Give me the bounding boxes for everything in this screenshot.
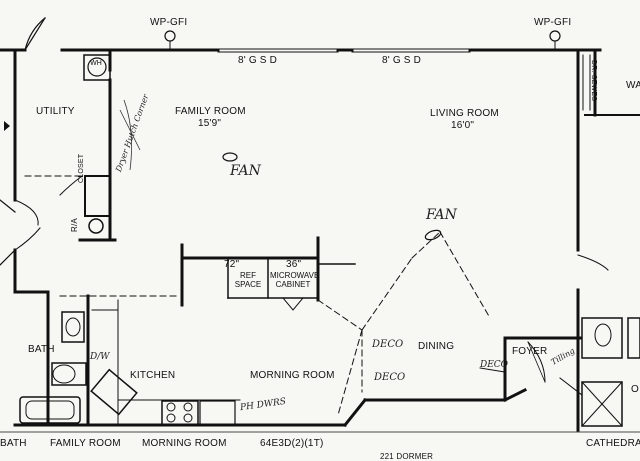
wp-gfi-label-left: WP-GFI	[150, 17, 188, 28]
wp-gfi-label-right: WP-GFI	[534, 17, 572, 28]
room-label-kitchen: KITCHEN	[130, 370, 176, 381]
ref-space-label: REF SPACE	[234, 271, 262, 289]
handwritten-dishwasher: D/W	[90, 352, 110, 362]
room-label-foyer: FOYER	[512, 346, 548, 357]
sliding-door-label-right: 8' G S D	[382, 55, 422, 66]
bottom-label-family-room: FAMILY ROOM	[50, 438, 121, 449]
handwritten-fan-family: FAN	[230, 163, 261, 179]
room-label-utility: UTILITY	[36, 106, 75, 117]
bottom-label-morning-room: MORNING ROOM	[142, 438, 227, 449]
model-number-label: 64E3D(2)(1T)	[260, 438, 324, 449]
handwritten-fan-living: FAN	[426, 207, 457, 223]
dimension-72: 72"	[224, 259, 240, 270]
handwritten-deco-1: DECO	[372, 339, 404, 350]
room-label-living-room: LIVING ROOM	[430, 108, 499, 119]
return-air-label: R/A	[70, 218, 79, 232]
room-label-bath: BATH	[28, 344, 55, 355]
room-label-family-room: FAMILY ROOM	[175, 106, 246, 117]
bottom-label-cathedral: CATHEDRA	[586, 438, 640, 449]
room-dimension-family-room: 15'9"	[198, 118, 222, 129]
dimension-36: 36"	[286, 259, 302, 270]
microwave-cabinet-label: MICROWAVE CABINET	[270, 271, 320, 289]
room-label-partial-wa: WA	[626, 80, 640, 91]
room-dimension-living-room: 16'0"	[451, 120, 475, 131]
sliding-door-label-left: 8' G S D	[238, 55, 278, 66]
bottom-label-partial: 221 DORMER	[380, 452, 434, 461]
room-label-partial-o: O	[631, 384, 639, 395]
room-label-morning-room: MORNING ROOM	[250, 370, 335, 381]
bottom-label-bath: BATH	[0, 438, 27, 449]
dr-label: DR. SEWES	[590, 60, 597, 102]
handwritten-deco-2: DECO	[374, 372, 406, 383]
room-label-dining: DINING	[418, 341, 455, 352]
closet-label: CLOSET	[78, 153, 85, 183]
handwritten-deco-3: DECO	[480, 360, 509, 370]
water-heater-label: WH	[90, 60, 102, 67]
